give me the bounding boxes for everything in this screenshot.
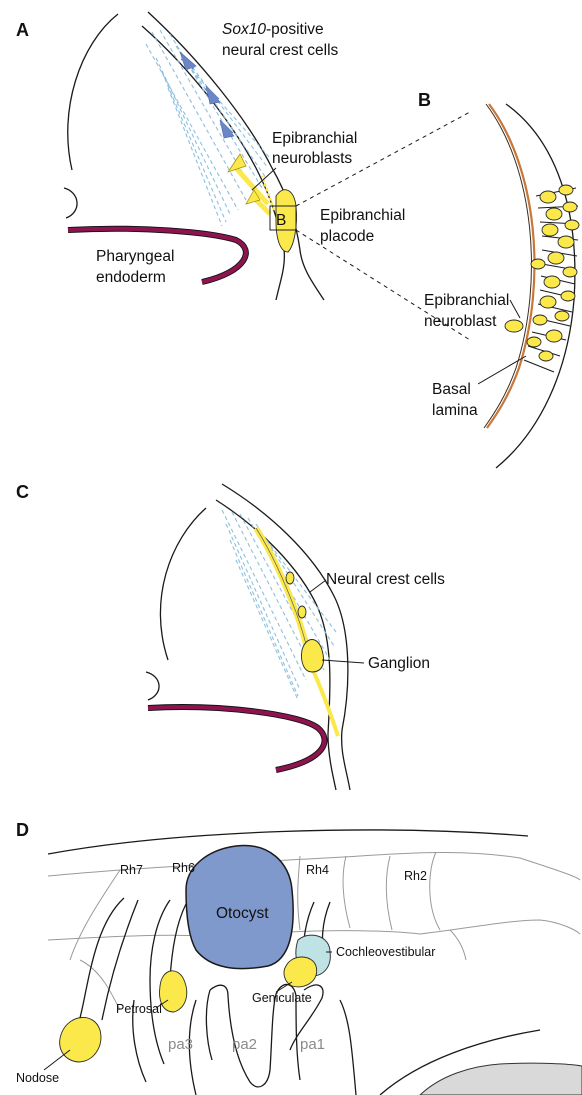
inset-marker-label: B — [276, 212, 286, 229]
panel-b: B — [418, 90, 579, 468]
nodose-shape — [60, 1017, 101, 1062]
lamina-label-b: Basal — [432, 381, 471, 398]
neuroblast-leader-b — [510, 300, 520, 318]
otic-outline — [64, 188, 77, 218]
endoderm-label-a: Pharyngeal — [96, 248, 174, 265]
ganglion-shape — [301, 640, 323, 673]
crest-label-c: Neural crest cells — [326, 571, 445, 588]
grey-structure-corner — [420, 1063, 582, 1095]
panel-a-letter: A — [16, 20, 29, 40]
ganglion-label-c: Ganglion — [368, 655, 430, 672]
basal-lamina-shape — [487, 104, 534, 428]
petrosal-shape — [160, 971, 187, 1012]
neuroblasts-label-a: Epibranchial — [272, 130, 357, 147]
endoderm-label-a-line2: endoderm — [96, 269, 166, 286]
nodose-label: Nodose — [16, 1071, 59, 1085]
neuroblast-label-b-line2: neuroblast — [424, 313, 497, 330]
pa3-label: pa3 — [168, 1036, 193, 1053]
neuroblasts-leader-a — [252, 168, 276, 190]
neural-tube-outline-c — [160, 508, 206, 660]
crest-leader-c — [310, 580, 326, 592]
placode-label-a: Epibranchial — [320, 207, 405, 224]
rh7-label: Rh7 — [120, 863, 143, 877]
rh6-label: Rh6 — [172, 861, 195, 875]
ectoderm-outer-line-c — [222, 484, 350, 790]
placode-cells-b — [524, 185, 579, 372]
neuroblasts-label-a-line2: neuroblasts — [272, 150, 352, 167]
panel-b-letter: B — [418, 90, 431, 110]
neuroblast-label-b: Epibranchial — [424, 292, 509, 309]
placode-label-a-line2: placode — [320, 228, 374, 245]
otocyst-label: Otocyst — [216, 905, 269, 922]
neural-crest-stream-c — [222, 510, 336, 700]
pa2-label: pa2 — [232, 1036, 257, 1053]
pharyngeal-endoderm-shape-c — [148, 707, 325, 770]
cochleovestibular-label: Cochleovestibular — [336, 945, 435, 959]
panel-c-letter: C — [16, 482, 29, 502]
geniculate-label: Geniculate — [252, 991, 312, 1005]
otic-outline-c — [146, 672, 159, 700]
panel-d: D — [16, 820, 582, 1095]
crest-label-a-line2: neural crest cells — [222, 42, 339, 59]
pa1-label: pa1 — [300, 1036, 325, 1053]
panel-a: A — [16, 12, 470, 340]
epithelium-outer-line — [496, 104, 575, 468]
panel-c: C Neural crest cells Ganglion — [16, 482, 445, 790]
petrosal-label: Petrosal — [116, 1002, 162, 1016]
delaminating-neuroblast — [505, 320, 523, 332]
ganglion-leader-c — [322, 660, 364, 663]
rh4-label: Rh4 — [306, 863, 329, 877]
lamina-label-b-line2: lamina — [432, 402, 478, 419]
panel-d-letter: D — [16, 820, 29, 840]
neural-tube-outline — [68, 14, 118, 170]
head-outline — [48, 830, 528, 854]
geniculate-shape — [284, 957, 317, 987]
crest-label-a: Sox10-positive — [222, 21, 324, 38]
rh2-label: Rh2 — [404, 869, 427, 883]
